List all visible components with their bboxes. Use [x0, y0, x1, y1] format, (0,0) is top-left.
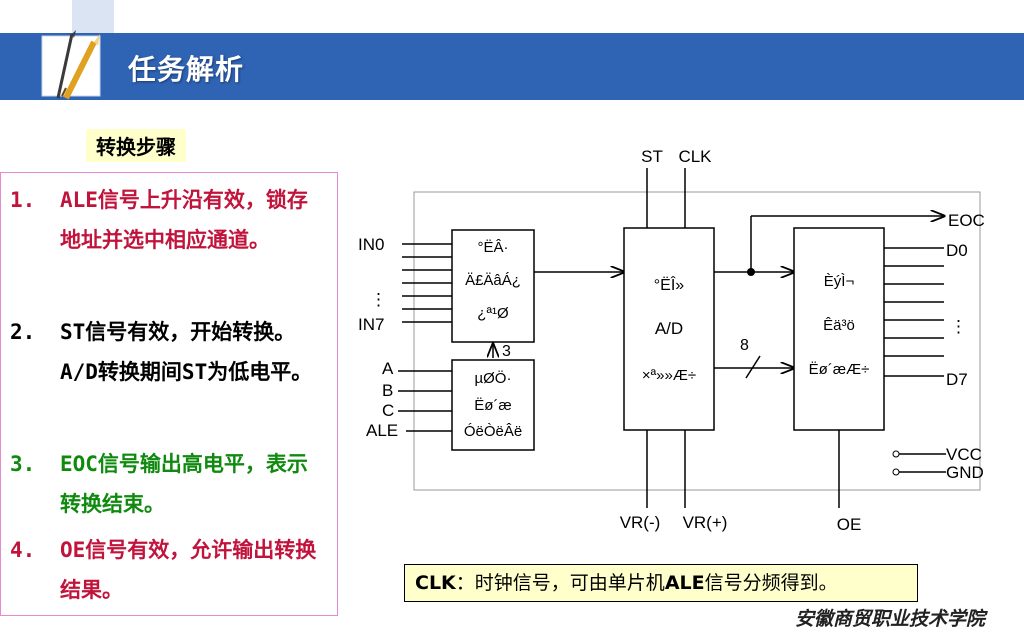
adc-text-3: ×ª»»Æ÷: [642, 367, 696, 384]
svg-text:安徽商贸职业技术学院: 安徽商贸职业技术学院: [795, 608, 988, 630]
clk-note: CLK：时钟信号，可由单片机ALE信号分频得到。: [404, 564, 918, 602]
mux-text-2: Ä£ÄâÁ¿: [465, 272, 521, 289]
page-title: 任务解析: [128, 53, 245, 86]
header-bar: [0, 33, 1024, 100]
pencil-logo-icon: [41, 30, 101, 100]
in0-label: IN0: [358, 235, 384, 254]
vcc-label: VCC: [946, 445, 982, 464]
addr-text-3: ÓëÒëÂë: [464, 423, 522, 440]
chip-outline: [413, 191, 981, 491]
step-2: 2.ST信号有效，开始转换。A/D转换期间ST为低电平。: [10, 320, 313, 384]
ale-label: ALE: [366, 421, 398, 440]
adc-text-1: °ËÎ»: [654, 275, 685, 294]
addr-a-label: A: [382, 359, 394, 378]
bus-width-3: 3: [502, 343, 511, 360]
section-label: 转换步骤: [86, 129, 186, 162]
eoc-label: EOC: [948, 211, 985, 230]
adc-box: [623, 227, 715, 431]
st-label: ST: [641, 147, 663, 166]
latch-text-3: Ëø´æÆ÷: [809, 361, 870, 378]
bus-width-8: 8: [740, 337, 749, 354]
step-3: 3.EOC信号输出高电平，表示转换结束。: [10, 452, 308, 516]
latch-text-2: Êä³ö: [823, 317, 855, 334]
mux-text-1: °ËÂ·: [477, 239, 508, 256]
gnd-label: GND: [946, 463, 984, 482]
addr-text-2: Ëø´æ: [474, 397, 512, 414]
vr-minus-label: VR(-): [620, 513, 661, 532]
school-signature: 安徽商贸职业技术学院: [795, 608, 988, 630]
inputs-ellipsis: ⋮: [370, 290, 387, 309]
addr-c-label: C: [382, 401, 394, 420]
outputs-ellipsis: ⋮: [950, 317, 967, 336]
step-4: 4.OE信号有效，允许输出转换结果。: [10, 538, 317, 602]
vr-plus-label: VR(+): [683, 513, 728, 532]
latch-text-1: ÈýÌ¬: [824, 273, 855, 290]
mux-box: [451, 229, 535, 343]
d7-label: D7: [946, 370, 968, 389]
addr-text-1: µØÖ·: [475, 369, 512, 387]
output-latch-box: [793, 227, 885, 431]
clk-label: CLK: [678, 147, 712, 166]
mux-text-3: ¿ª¹Ø: [477, 305, 509, 322]
oe-label: OE: [837, 515, 862, 534]
header-accent: [72, 0, 114, 34]
address-latch-box: [451, 359, 535, 451]
step-1: 1.ALE信号上升沿有效，锁存地址并选中相应通道。: [10, 188, 308, 252]
adc-text-2: A/D: [655, 319, 683, 338]
addr-b-label: B: [382, 381, 393, 400]
adc0809-block-diagram: ST CLK °ËÂ· Ä£ÄâÁ¿ ¿ª¹Ø IN0 ⋮ IN7 3 µØÖ·…: [358, 147, 985, 534]
d0-label: D0: [946, 241, 968, 260]
in7-label: IN7: [358, 315, 384, 334]
steps-panel: [0, 172, 338, 616]
